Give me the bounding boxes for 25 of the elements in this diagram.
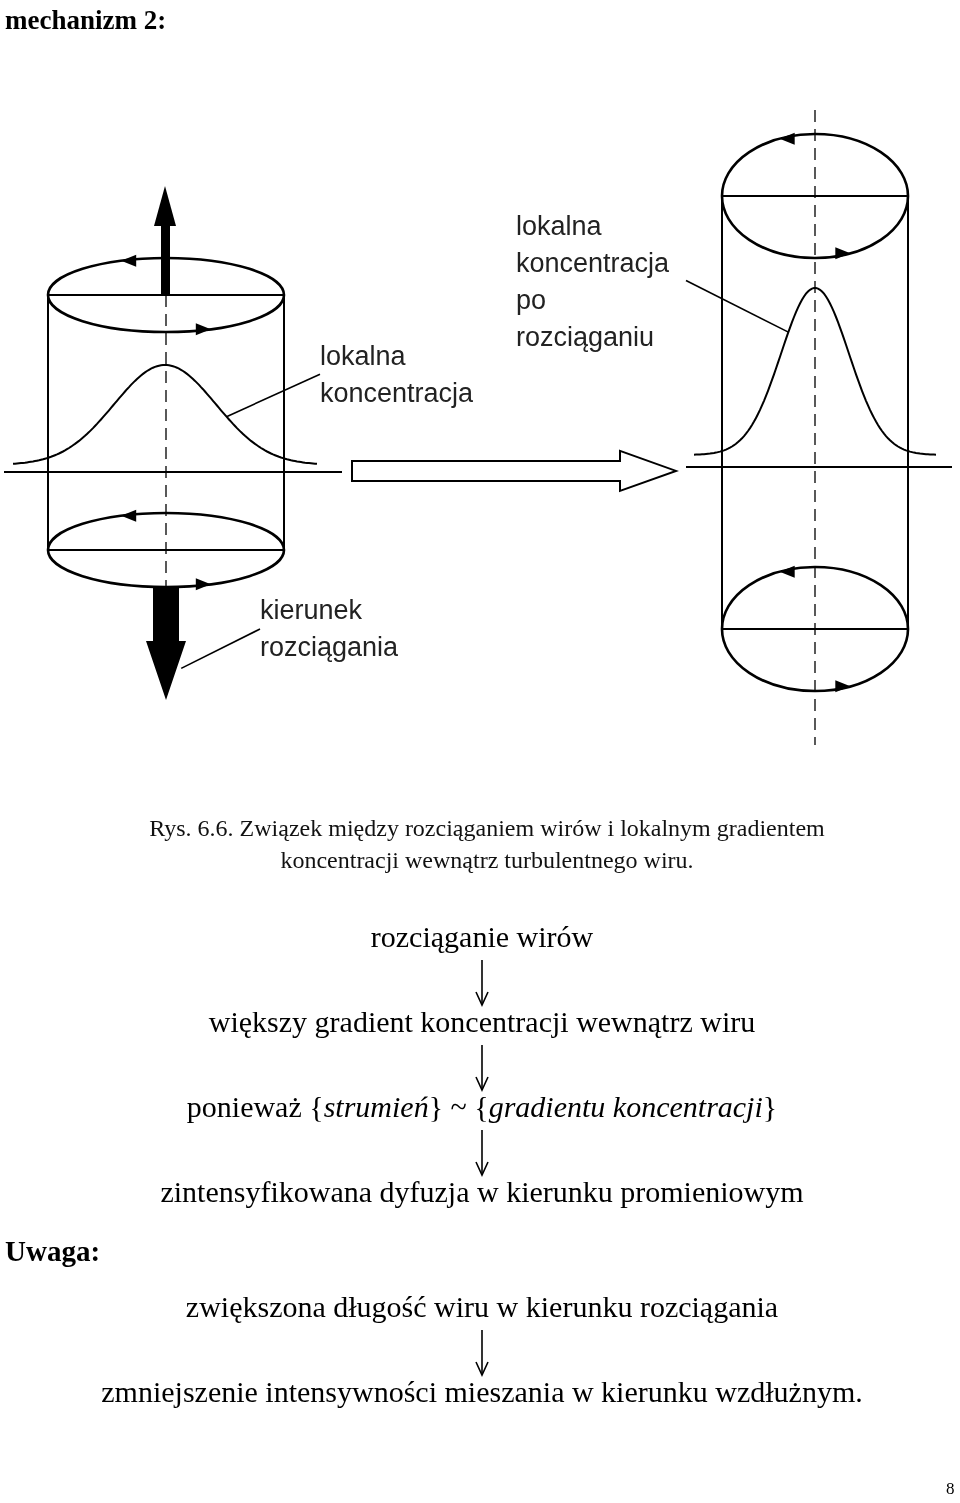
bell-curve xyxy=(13,362,318,466)
arrow xyxy=(475,1329,489,1376)
callout-label: lokalna koncentracja xyxy=(320,338,490,412)
page-title: mechanizm 2: xyxy=(5,4,167,37)
leader-line xyxy=(225,373,321,418)
arrow xyxy=(475,1129,489,1176)
statement-text: ponieważ {strumień} ~ {gradientu koncentracji} xyxy=(186,1088,778,1126)
callout-label: lokalna koncentracja po rozciąganiu xyxy=(516,208,686,356)
note-heading: Uwaga: xyxy=(5,1234,101,1269)
page-number: 8 xyxy=(946,1478,955,1500)
arrow xyxy=(475,959,489,1006)
cylinder-drawing xyxy=(686,108,952,748)
statement-text: rozciąganie wirów xyxy=(370,918,594,956)
thick-arrow xyxy=(146,587,186,700)
statement-text: zwiększona długość wiru w kierunku rozciągania xyxy=(185,1288,779,1326)
leader-line xyxy=(685,279,790,333)
block-arrow xyxy=(351,449,679,493)
bell-curve xyxy=(694,286,936,456)
statement-text: zintensyfikowana dyfuzja w kierunku promieniowym xyxy=(160,1173,804,1211)
callout-label: kierunek rozciągania xyxy=(260,592,430,666)
statement-text: większy gradient koncentracji wewnątrz wiru xyxy=(208,1003,756,1041)
leader-line xyxy=(180,628,261,670)
arrow xyxy=(475,1044,489,1091)
figure-caption: Rys. 6.6. Związek między rozciąganiem wirów i lokalnym gradientem koncentracji wewnątrz turbulentnego wiru. xyxy=(148,814,826,875)
statement-text: zmniejszenie intensywności mieszania w kierunku wzdłużnym. xyxy=(101,1373,863,1411)
